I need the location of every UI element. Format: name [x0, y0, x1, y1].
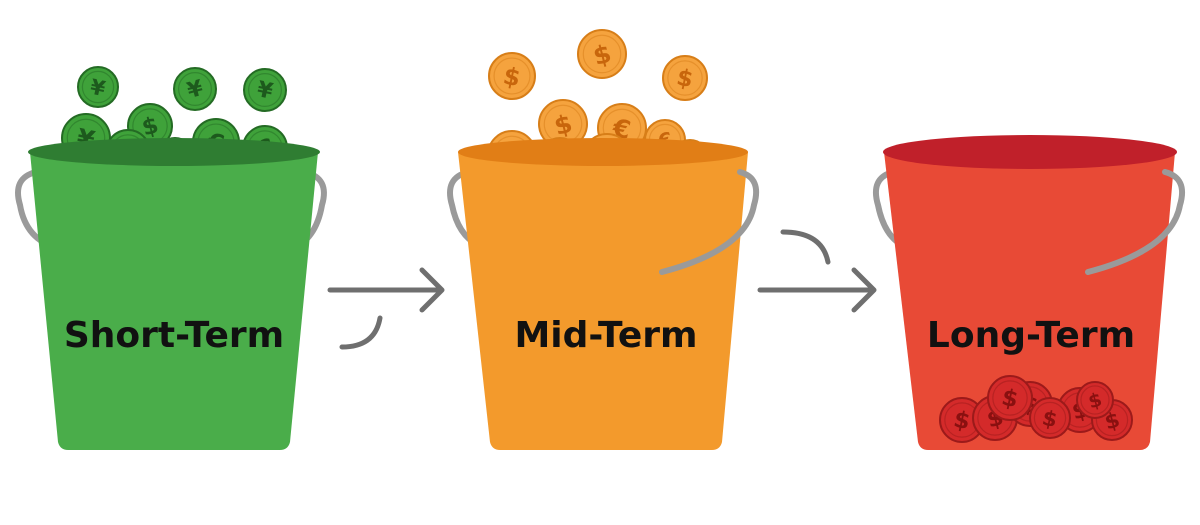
dollar-coin-icon: $ — [987, 375, 1033, 421]
dollar-coin-icon: $ — [538, 99, 588, 149]
dollar-coin-icon: $ — [1076, 381, 1114, 419]
dollar-coin-icon: $ — [939, 397, 985, 443]
short-term-bucket: ¥¥¥$¥€€€¥ Short-Term — [15, 66, 327, 450]
bucket-body — [458, 152, 748, 450]
bucket-body — [884, 152, 1175, 450]
right-arrow-icon — [757, 229, 877, 313]
bucket-body — [30, 152, 318, 450]
svg-text:$: $ — [674, 65, 695, 94]
mid-term-bucket: $$$$€€$$$$ Mid-Term — [447, 29, 760, 450]
svg-text:$: $ — [501, 62, 523, 93]
yen-euro-coin-icon: ¥ — [77, 66, 119, 108]
coin-pile: $$$$$$$$ — [939, 375, 1133, 443]
bucket-label: Mid-Term — [514, 315, 697, 356]
svg-text:¥: ¥ — [185, 76, 207, 104]
svg-text:$: $ — [999, 385, 1020, 414]
dollar-coin-icon: $ — [662, 55, 708, 101]
svg-text:¥: ¥ — [88, 75, 108, 102]
right-arrow-icon — [327, 267, 445, 350]
dollar-coin-icon: $ — [488, 52, 536, 100]
svg-text:$: $ — [951, 407, 972, 436]
bucket-rim — [883, 135, 1177, 169]
svg-text:$: $ — [1040, 406, 1059, 433]
svg-text:$: $ — [1086, 389, 1104, 414]
dollar-coin-icon: $ — [577, 29, 627, 79]
yen-euro-coin-icon: ¥ — [173, 67, 217, 111]
svg-text:¥: ¥ — [255, 77, 276, 105]
yen-euro-coin-icon: ¥ — [243, 68, 287, 112]
bucket-rim — [28, 138, 320, 166]
bucket-label: Long-Term — [927, 315, 1135, 356]
bucket-rim — [458, 138, 748, 166]
bucket-label: Short-Term — [64, 315, 284, 356]
svg-text:$: $ — [139, 112, 161, 141]
dollar-coin-icon: $ — [1029, 397, 1071, 439]
long-term-bucket: $$$$$$$$ Long-Term — [872, 135, 1186, 450]
bucket-handle — [872, 169, 905, 248]
